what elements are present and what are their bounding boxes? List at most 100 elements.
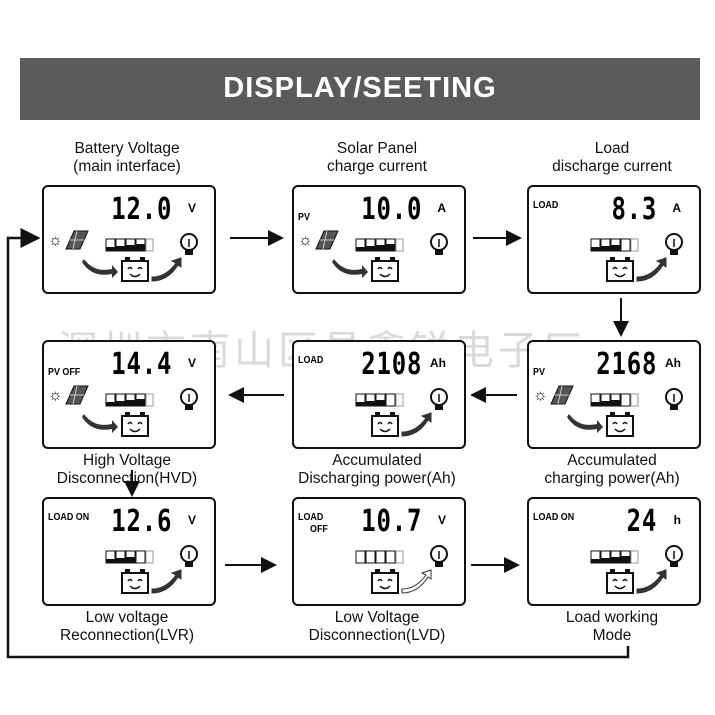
label-line: charge current — [327, 158, 427, 175]
battery-level-bar-icon — [590, 238, 639, 252]
lcd-icons — [355, 545, 448, 594]
battery-level-bar-icon — [355, 393, 404, 407]
reading-unit: h — [673, 513, 681, 527]
svg-text:☼: ☼ — [48, 387, 63, 404]
svg-text:☼: ☼ — [533, 387, 548, 404]
light-bulb-icon — [430, 233, 448, 255]
label-line: charging power(Ah) — [544, 470, 680, 487]
reading-unit: Ah — [430, 356, 446, 370]
load-arrow-icon — [151, 569, 182, 594]
lcd-panel-solar-charge-current: PV 10.0 A ☼ — [292, 185, 466, 294]
svg-text:☼: ☼ — [48, 232, 63, 249]
label-line: Low voltage — [85, 609, 169, 626]
charge-arrow-icon — [332, 259, 368, 278]
mode-label: PV — [298, 211, 310, 223]
lcd-icons — [355, 388, 448, 437]
light-bulb-icon — [665, 233, 683, 255]
label-line: Load — [594, 140, 630, 157]
battery-face-icon — [371, 412, 399, 437]
lcd-icons — [590, 233, 683, 282]
light-bulb-icon — [180, 545, 198, 567]
sun-solar-panel-icon: ☼ — [48, 230, 89, 250]
light-bulb-icon — [180, 233, 198, 255]
panel-label-battery-voltage: Battery Voltage(main interface) — [17, 140, 237, 176]
sun-solar-panel-icon: ☼ — [298, 230, 339, 250]
reading-value: 24 — [626, 504, 657, 539]
load-arrow-icon — [401, 569, 432, 594]
loop-back-arrow — [6, 228, 630, 659]
header-banner: DISPLAY/SEETING — [20, 58, 700, 120]
load-arrow-icon — [636, 569, 667, 594]
label-line: Solar Panel — [336, 140, 418, 157]
load-arrow-icon — [401, 412, 432, 437]
light-bulb-icon — [180, 388, 198, 410]
reading-value: 8.3 — [611, 192, 657, 227]
label-line: discharge current — [552, 158, 672, 175]
lcd-icons — [105, 545, 198, 594]
battery-level-bar-icon — [105, 550, 154, 564]
label-line: Disconnection(LVD) — [308, 627, 446, 644]
battery-face-icon — [606, 257, 634, 282]
reading-unit: Ah — [665, 356, 681, 370]
lcd-icons: ☼ — [298, 230, 448, 282]
label-line: Battery Voltage — [74, 140, 180, 157]
light-bulb-icon — [665, 388, 683, 410]
reading-value: 12.6 — [111, 504, 172, 539]
header-title: DISPLAY/SEETING — [223, 72, 497, 104]
light-bulb-icon — [665, 545, 683, 567]
reading-unit: A — [437, 201, 446, 215]
mode-label: LOAD — [298, 354, 324, 366]
battery-level-bar-icon — [105, 393, 154, 407]
battery-level-bar-icon — [590, 393, 639, 407]
battery-level-bar-icon — [590, 550, 639, 564]
battery-face-icon — [371, 569, 399, 594]
battery-face-icon — [606, 412, 634, 437]
load-arrow-icon — [636, 257, 667, 282]
charge-arrow-icon — [82, 259, 118, 278]
lcd-panel-load-working-mode: LOAD ON 24 h — [527, 497, 701, 606]
reading-value: 2168 — [596, 347, 657, 382]
mode-label: LOAD — [298, 511, 324, 523]
label-line: Reconnection(LVR) — [59, 627, 195, 644]
reading-value: 10.7 — [361, 504, 422, 539]
reading-unit: V — [437, 513, 446, 527]
reading-unit: V — [187, 201, 196, 215]
sun-solar-panel-icon: ☼ — [533, 385, 574, 405]
battery-face-icon — [371, 257, 399, 282]
svg-text:☼: ☼ — [298, 232, 313, 249]
label-line: Discharging power(Ah) — [298, 470, 456, 487]
battery-face-icon — [121, 569, 149, 594]
lcd-icons: ☼ — [48, 385, 198, 437]
light-bulb-icon — [430, 388, 448, 410]
reading-unit: A — [672, 201, 681, 215]
battery-face-icon — [606, 569, 634, 594]
mode-label: LOAD ON — [533, 511, 575, 523]
battery-face-icon — [121, 412, 149, 437]
label-line: Accumulated — [567, 452, 657, 469]
light-bulb-icon — [430, 545, 448, 567]
lcd-icons: ☼ — [533, 385, 683, 437]
battery-level-bar-icon — [105, 238, 154, 252]
label-line: Mode — [592, 627, 632, 644]
label-line: Disconnection(HVD) — [56, 470, 198, 487]
lcd-icons — [590, 545, 683, 594]
charge-arrow-icon — [567, 414, 603, 433]
lcd-icons: ☼ — [48, 230, 198, 282]
battery-level-bar-icon — [355, 238, 404, 252]
reading-value: 10.0 — [361, 192, 422, 227]
